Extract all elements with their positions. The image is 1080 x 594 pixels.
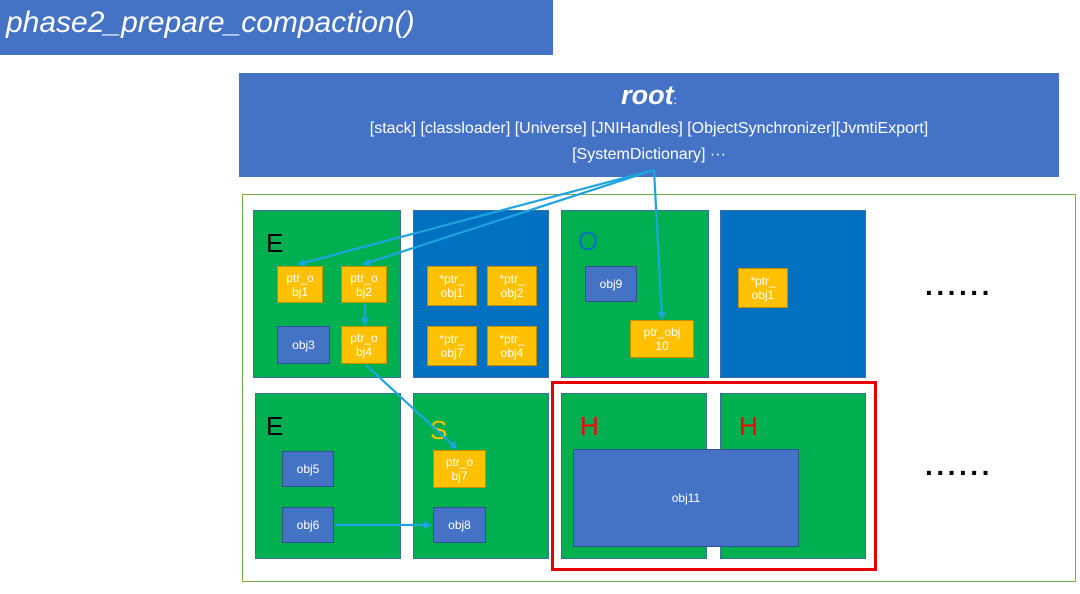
region-label: E (266, 411, 284, 441)
forward-ptr-obj1: *ptr_obj1 (427, 266, 477, 306)
obj11-humongous: obj11 (573, 449, 799, 547)
humongous-highlight-box (551, 381, 877, 571)
obj8: obj8 (433, 507, 486, 543)
forward-ptr-obj7: *ptr_obj7 (427, 326, 477, 366)
obj9: obj9 (585, 266, 637, 302)
more-regions-ellipsis-row1: ······ (925, 277, 993, 308)
page-title: phase2_prepare_compaction() (6, 6, 415, 39)
root-set-box: root: [stack] [classloader] [Universe] [… (239, 73, 1059, 177)
root-list-line2: [SystemDictionary] ··· (572, 146, 726, 163)
root-title: root: (239, 79, 1059, 116)
region-label: S (430, 415, 448, 445)
root-title-text: root (621, 80, 674, 110)
region-label: H (739, 411, 758, 441)
obj6: obj6 (282, 507, 334, 543)
region-label: H (580, 411, 599, 441)
root-list-line1: [stack] [classloader] [Universe] [JNIHan… (369, 120, 929, 137)
obj5: obj5 (282, 451, 334, 487)
obj3: obj3 (277, 326, 330, 364)
forward-ptr-obj2: *ptr_obj2 (487, 266, 537, 306)
forward-ptr-obj4: *ptr_obj4 (487, 326, 537, 366)
title-banner: phase2_prepare_compaction() (0, 0, 553, 55)
more-regions-ellipsis-row2: ······ (925, 457, 993, 488)
forward-ptr-obj1-copy: *ptr_obj1 (738, 268, 788, 308)
root-title-colon: : (673, 93, 677, 107)
region-label: E (266, 228, 284, 258)
region-label: O (578, 226, 599, 256)
